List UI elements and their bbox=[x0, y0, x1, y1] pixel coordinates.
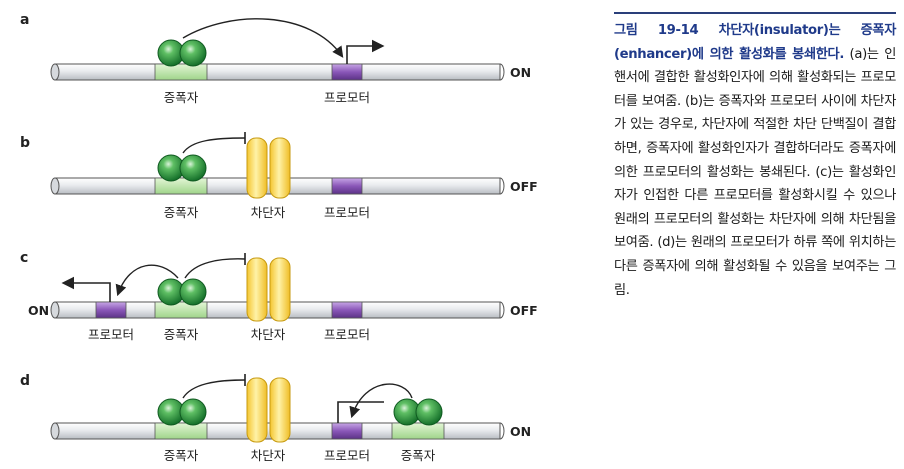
activator-protein bbox=[157, 39, 207, 67]
activation-arrow bbox=[115, 264, 179, 297]
panel-letter: d bbox=[20, 373, 30, 389]
status-right: ON bbox=[510, 424, 531, 439]
panel-letter: b bbox=[20, 135, 30, 151]
panel-letter: a bbox=[20, 12, 29, 28]
enhancer-site-right bbox=[391, 422, 445, 440]
promoter-site bbox=[331, 422, 363, 440]
panel-c: c 프로모터 증폭자 차단자 프로모터 ON OFF bbox=[20, 250, 538, 342]
blocked-arrow bbox=[184, 258, 246, 279]
activator-protein-right bbox=[393, 398, 443, 426]
promoter-label: 프로모터 bbox=[324, 448, 370, 463]
status-right: ON bbox=[510, 65, 531, 80]
promoter-site bbox=[331, 63, 363, 81]
promoter-left-label: 프로모터 bbox=[88, 327, 134, 342]
insulator-diagram: a 증폭자 프로모터 ON b bbox=[20, 12, 538, 463]
promoter-site bbox=[331, 301, 363, 319]
activation-arrow bbox=[182, 18, 344, 58]
blocked-arrow bbox=[182, 137, 246, 154]
status-left: ON bbox=[28, 303, 49, 318]
panel-d: d 증폭자 차단자 프로모터 증폭자 ON bbox=[20, 373, 531, 463]
promoter-site bbox=[331, 177, 363, 195]
enhancer-site bbox=[154, 177, 208, 195]
enhancer-right-label: 증폭자 bbox=[401, 448, 436, 463]
caption-rule bbox=[614, 12, 896, 14]
enhancer-site bbox=[154, 422, 208, 440]
insulator-label: 차단자 bbox=[251, 205, 286, 220]
transcription-arrow bbox=[337, 401, 384, 423]
promoter-label: 프로모터 bbox=[324, 90, 370, 105]
insulator-label: 차단자 bbox=[251, 448, 286, 463]
insulator-protein bbox=[246, 137, 291, 199]
insulator-protein bbox=[246, 257, 291, 322]
status-right: OFF bbox=[510, 303, 538, 318]
blocked-arrow bbox=[182, 379, 246, 399]
promoter-site-left bbox=[95, 301, 127, 319]
promoter-label: 프로모터 bbox=[324, 205, 370, 220]
figure-caption: 그림 19-14 차단자(insulator)는 증폭자(enhancer)에 … bbox=[614, 12, 896, 302]
transcription-arrow bbox=[61, 276, 111, 302]
enhancer-label: 증폭자 bbox=[164, 327, 199, 342]
enhancer-site bbox=[154, 301, 208, 319]
enhancer-label: 증폭자 bbox=[164, 448, 199, 463]
panel-letter: c bbox=[20, 250, 28, 266]
enhancer-label: 증폭자 bbox=[164, 205, 199, 220]
insulator-label: 차단자 bbox=[251, 327, 286, 342]
caption-body: (a)는 인핸서에 결합한 활성화인자에 의해 활성화되는 프로모터를 보여줌.… bbox=[614, 46, 896, 298]
enhancer-site bbox=[154, 63, 208, 81]
panel-a: a 증폭자 프로모터 ON bbox=[20, 12, 531, 105]
status-right: OFF bbox=[510, 179, 538, 194]
activator-protein bbox=[157, 398, 207, 426]
insulator-protein bbox=[246, 377, 291, 443]
caption-title: 그림 19-14 차단자(insulator)는 증폭자(enhancer)에 … bbox=[614, 23, 896, 62]
dna-strand bbox=[50, 63, 505, 81]
transcription-arrow bbox=[346, 39, 385, 64]
caption-text: 그림 19-14 차단자(insulator)는 증폭자(enhancer)에 … bbox=[614, 19, 896, 302]
activator-protein bbox=[157, 154, 207, 182]
activation-arrow bbox=[349, 383, 413, 419]
panel-b: b 증폭자 차단자 프로모터 OFF bbox=[20, 132, 538, 220]
enhancer-label: 증폭자 bbox=[164, 90, 199, 105]
activator-protein bbox=[157, 278, 207, 306]
promoter-label: 프로모터 bbox=[324, 327, 370, 342]
